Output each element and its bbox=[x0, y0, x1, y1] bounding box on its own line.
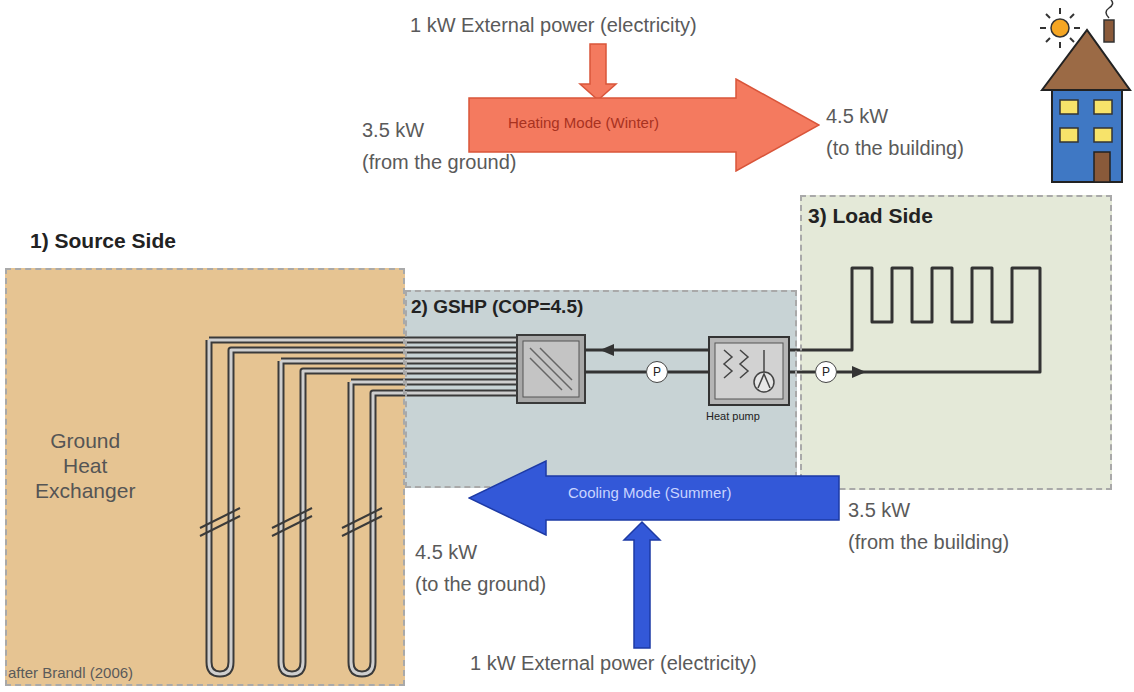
gshp-ground bbox=[405, 290, 797, 488]
region-heading: 1) Source Side bbox=[30, 228, 176, 253]
heat-pump-symbol bbox=[710, 338, 788, 404]
note-label: 4.5 kW (to the building) bbox=[826, 100, 964, 164]
heating-mode-arrow: Heating Mode (Winter) bbox=[468, 78, 820, 172]
load-ground bbox=[800, 195, 1112, 490]
power-arrow-down bbox=[580, 44, 616, 100]
gshp-region: 2) GSHP (COP=4.5) P Heat pump bbox=[405, 290, 797, 488]
house-icon bbox=[1040, 0, 1130, 182]
pipe-connector bbox=[668, 371, 708, 374]
mode-label: Cooling Mode (Summer) bbox=[568, 484, 731, 502]
note-label: 3.5 kW (from the ground) bbox=[362, 114, 517, 178]
pipe-connector bbox=[790, 371, 815, 374]
heat-pump-box: Heat pump bbox=[708, 336, 790, 406]
note-label: 1 kW External power (electricity) bbox=[470, 652, 757, 675]
cooling-mode-arrow: Cooling Mode (Summer) bbox=[468, 460, 840, 536]
note-label: 4.5 kW (to the ground) bbox=[415, 536, 546, 600]
ground-loops bbox=[209, 340, 517, 674]
source-side-region: 1) Source SideGround Heat Exchanger bbox=[5, 268, 405, 686]
heat-pump-label: Heat pump bbox=[706, 410, 760, 423]
region-heading: 2) GSHP (COP=4.5) bbox=[411, 296, 583, 319]
ground-exchanger-box bbox=[517, 335, 585, 403]
pump-label: P bbox=[647, 362, 667, 382]
source-ground bbox=[5, 268, 405, 686]
pump-circle: P bbox=[646, 361, 668, 383]
flow-arrowhead bbox=[600, 344, 614, 356]
mode-label: Heating Mode (Winter) bbox=[508, 114, 659, 132]
load-coil bbox=[790, 268, 1040, 372]
power-arrow-up bbox=[624, 522, 660, 648]
pump-circle: P bbox=[815, 361, 837, 383]
pump-label: P bbox=[816, 362, 836, 382]
note-label: after Brandl (2006) bbox=[8, 664, 133, 681]
break-marks bbox=[200, 508, 382, 536]
exchanger-label: Ground Heat Exchanger bbox=[35, 428, 135, 504]
note-label: 1 kW External power (electricity) bbox=[410, 14, 697, 37]
flow-arrowhead bbox=[852, 366, 866, 378]
note-label: 3.5 kW (from the building) bbox=[848, 494, 1009, 558]
region-heading: 3) Load Side bbox=[808, 203, 933, 228]
load-side-region: 3) Load SideP bbox=[800, 195, 1112, 490]
